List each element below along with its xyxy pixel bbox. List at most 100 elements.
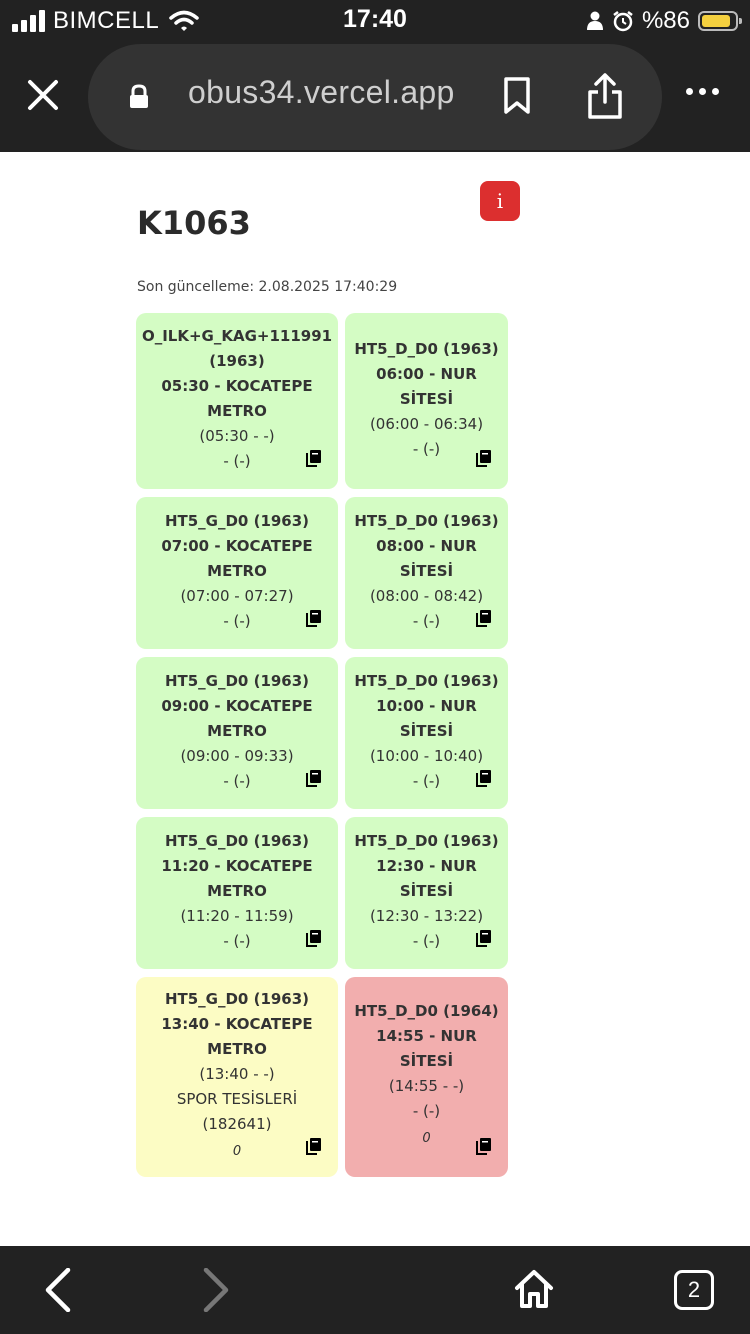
- trip-times: (08:00 - 08:42): [369, 586, 484, 605]
- trip-status: - (-): [412, 931, 441, 950]
- trip-card-body: HT5_D_D0 (1964) 14:55 - NUR SİTESİ (14:55 …: [353, 999, 500, 1151]
- trip-card[interactable]: O_ILK+G_KAG+111991 (1963) 05:30 - KOCATEP…: [136, 313, 338, 489]
- home-icon[interactable]: [514, 1268, 554, 1310]
- trip-card-body: HT5_D_D0 (1963) 10:00 - NUR SİTESİ (10:00 …: [353, 669, 500, 794]
- status-left: BIMCELL: [12, 6, 199, 36]
- trip-card-body: O_ILK+G_KAG+111991 (1963) 05:30 - KOCATEP…: [142, 324, 332, 474]
- trip-card[interactable]: HT5_D_D0 (1963) 10:00 - NUR SİTESİ (10:00 …: [345, 657, 508, 809]
- back-arrow-icon[interactable]: [42, 1268, 72, 1312]
- trip-code: HT5_D_D0 (1963): [354, 831, 499, 850]
- info-button[interactable]: i: [480, 181, 520, 221]
- trip-card-body: HT5_D_D0 (1963) 12:30 - NUR SİTESİ (12:30 …: [353, 829, 500, 954]
- alarm-icon: [613, 11, 633, 32]
- trip-card[interactable]: HT5_D_D0 (1963)08:00 - NUR SİTESİ(08:00 …: [345, 497, 508, 649]
- lock-icon: [130, 84, 148, 108]
- trip-card[interactable]: HT5_G_D0 (1963) 11:20 - KOCATEPE METRO (11…: [136, 817, 338, 969]
- trip-card-body: HT5_D_D0 (1963)08:00 - NUR SİTESİ(08:00 …: [353, 509, 500, 634]
- forward-arrow-icon[interactable]: [202, 1268, 232, 1312]
- trip-card-body: HT5_G_D0 (1963) 07:00 - KOCATEPE METRO (07…: [144, 509, 330, 634]
- trip-card-body: HT5_D_D0 (1963) 06:00 - NUR SİTESİ (06:00 …: [353, 337, 500, 462]
- close-icon[interactable]: [22, 74, 64, 116]
- page-title: K1063: [137, 204, 251, 242]
- trip-status: - (-): [412, 771, 441, 790]
- trip-card[interactable]: HT5_G_D0 (1963) 09:00 - KOCATEPE METRO (09…: [136, 657, 338, 809]
- trip-card-body: HT5_G_D0 (1963) 11:20 - KOCATEPE METRO (11…: [144, 829, 330, 954]
- trip-status: - (-): [412, 1102, 441, 1120]
- copy-icon[interactable]: [476, 609, 492, 627]
- copy-icon[interactable]: [306, 929, 322, 947]
- trip-card-body: HT5_G_D0 (1963) 09:00 - KOCATEPE METRO (09…: [144, 669, 330, 794]
- person-icon: [586, 11, 603, 30]
- copy-icon[interactable]: [306, 769, 322, 787]
- status-bar: BIMCELL 17:40 %86: [0, 0, 750, 44]
- trip-code: HT5_D_D0 (1963): [354, 339, 499, 358]
- url-text[interactable]: obus34.vercel.app: [188, 74, 455, 110]
- wifi-icon: [169, 10, 199, 31]
- trip-status: - (-): [412, 439, 441, 458]
- trip-times: (12:30 - 13:22): [369, 906, 484, 925]
- trip-card[interactable]: HT5_G_D0 (1963) 07:00 - KOCATEPE METRO (07…: [136, 497, 338, 649]
- trip-card[interactable]: HT5_D_D0 (1964) 14:55 - NUR SİTESİ (14:55 …: [345, 977, 508, 1177]
- more-options-icon[interactable]: [686, 88, 719, 95]
- trip-route: 09:00 - KOCATEPE METRO: [161, 696, 313, 740]
- copy-icon[interactable]: [476, 769, 492, 787]
- trip-times: (05:30 - -): [199, 427, 275, 445]
- copy-icon[interactable]: [476, 449, 492, 467]
- copy-icon[interactable]: [306, 449, 322, 467]
- trip-status: - (-): [223, 611, 251, 630]
- trip-code: HT5_D_D0 (1964): [354, 1002, 499, 1020]
- trip-code: HT5_G_D0 (1963): [164, 989, 310, 1008]
- trip-status: - (-): [223, 452, 251, 470]
- trip-route: 07:00 - KOCATEPE METRO: [161, 536, 313, 580]
- trip-times: (10:00 - 10:40): [369, 746, 484, 765]
- last-updated-text: Son güncelleme: 2.08.2025 17:40:29: [137, 279, 398, 295]
- trip-card[interactable]: HT5_D_D0 (1963) 12:30 - NUR SİTESİ (12:30 …: [345, 817, 508, 969]
- trip-times: (13:40 - -): [199, 1064, 275, 1083]
- trip-route: 11:20 - KOCATEPE METRO: [161, 856, 313, 900]
- battery-fill: [702, 15, 730, 27]
- trip-extra: 0: [422, 1131, 431, 1146]
- trip-status: - (-): [223, 771, 251, 790]
- trip-card-grid: O_ILK+G_KAG+111991 (1963) 05:30 - KOCATEP…: [136, 313, 508, 1177]
- clock: 17:40: [343, 5, 407, 33]
- trip-route: 06:00 - NUR SİTESİ: [376, 364, 477, 408]
- trip-extra: 0: [232, 1143, 242, 1159]
- trip-times: (14:55 - -): [388, 1077, 465, 1095]
- trip-times: (11:20 - 11:59): [180, 906, 294, 925]
- trip-card[interactable]: HT5_D_D0 (1963) 06:00 - NUR SİTESİ (06:00 …: [345, 313, 508, 489]
- trip-status: - (-): [223, 931, 251, 950]
- trip-code: HT5_D_D0 (1963): [354, 671, 499, 690]
- trip-times: (06:00 - 06:34): [369, 414, 484, 433]
- trip-card[interactable]: HT5_G_D0 (1963) 13:40 - KOCATEPE METRO (13…: [136, 977, 338, 1177]
- trip-code: HT5_G_D0 (1963): [164, 671, 310, 690]
- copy-icon[interactable]: [476, 1137, 492, 1155]
- trip-route: 08:00 - NUR SİTESİ: [376, 536, 477, 580]
- carrier-name: BIMCELL: [53, 7, 160, 34]
- trip-route: 12:30 - NUR SİTESİ: [376, 856, 477, 900]
- tabs-button[interactable]: 2: [674, 1270, 714, 1310]
- signal-icon: [12, 10, 45, 32]
- copy-icon[interactable]: [306, 609, 322, 627]
- battery-icon: [698, 11, 742, 31]
- trip-route: 13:40 - KOCATEPE METRO: [161, 1014, 313, 1058]
- status-right: %86: [586, 6, 742, 36]
- trip-route: 10:00 - NUR SİTESİ: [376, 696, 477, 740]
- browser-bottom-bar: 2: [0, 1246, 750, 1334]
- share-icon[interactable]: [586, 72, 624, 120]
- copy-icon[interactable]: [306, 1137, 322, 1155]
- trip-route: 05:30 - KOCATEPE METRO: [161, 377, 313, 420]
- trip-route: 14:55 - NUR SİTESİ: [376, 1027, 477, 1070]
- trip-card-body: HT5_G_D0 (1963) 13:40 - KOCATEPE METRO (13…: [144, 987, 330, 1164]
- address-bar[interactable]: obus34.vercel.app: [88, 44, 662, 150]
- browser-toolbar: obus34.vercel.app: [0, 44, 750, 152]
- trip-times: (09:00 - 09:33): [180, 746, 294, 765]
- battery-percent: %86: [641, 7, 690, 34]
- trip-status: - (-): [412, 611, 441, 630]
- battery-tip: [739, 18, 742, 24]
- trip-code: O_ILK+G_KAG+111991 (1963): [141, 327, 333, 370]
- trip-code: HT5_G_D0 (1963): [164, 831, 310, 850]
- trip-times: (07:00 - 07:27): [180, 586, 294, 605]
- trip-code: HT5_G_D0 (1963): [164, 511, 310, 530]
- copy-icon[interactable]: [476, 929, 492, 947]
- bookmark-icon[interactable]: [502, 76, 532, 116]
